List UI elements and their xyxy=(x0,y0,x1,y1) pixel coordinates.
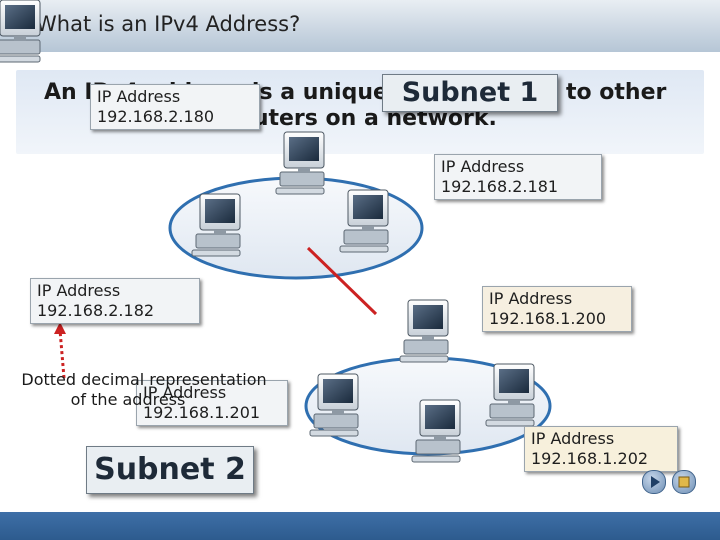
annotation-line1: Dotted decimal representation xyxy=(21,370,267,389)
slide-title: What is an IPv4 Address? xyxy=(36,12,301,36)
ip-label-title: IP Address xyxy=(37,281,121,300)
bottom-bar xyxy=(0,512,720,540)
ip-label-center: IP Address 192.168.1.201 xyxy=(136,380,288,426)
ip-label-address: 192.168.1.201 xyxy=(143,403,261,422)
ip-label-title: IP Address xyxy=(143,383,227,402)
computer-icon xyxy=(399,299,449,363)
ip-label-address: 192.168.1.202 xyxy=(531,449,649,468)
computer-icon xyxy=(0,0,41,63)
play-button[interactable] xyxy=(642,470,666,494)
ip-label-bottom-right: IP Address 192.168.1.202 xyxy=(524,426,678,472)
ip-label-top-left: IP Address 192.168.2.180 xyxy=(90,84,260,130)
headline-line1-part2: to other xyxy=(566,80,667,105)
stop-icon xyxy=(678,476,690,488)
ip-label-address: 192.168.1.200 xyxy=(489,309,607,328)
title-bar: What is an IPv4 Address? xyxy=(0,0,720,52)
ip-label-left: IP Address 192.168.2.182 xyxy=(30,278,200,324)
annotation-arrow-line xyxy=(58,329,66,379)
subnet1-label: Subnet 1 xyxy=(382,74,558,112)
subnet-link-line xyxy=(306,246,378,316)
ip-label-title: IP Address xyxy=(489,289,573,308)
play-icon xyxy=(651,476,660,488)
ip-label-top-right: IP Address 192.168.2.181 xyxy=(434,154,602,200)
computer-icon xyxy=(275,131,325,195)
ip-label-title: IP Address xyxy=(441,157,525,176)
ip-label-address: 192.168.2.181 xyxy=(441,177,559,196)
stop-button[interactable] xyxy=(672,470,696,494)
annotation-arrow-head xyxy=(54,322,66,334)
ip-label-title: IP Address xyxy=(531,429,615,448)
ip-label-title: IP Address xyxy=(97,87,181,106)
ip-label-address: 192.168.2.180 xyxy=(97,107,215,126)
ip-label-right-mid: IP Address 192.168.1.200 xyxy=(482,286,632,332)
annotation-line2: of the address xyxy=(70,390,186,409)
ip-label-address: 192.168.2.182 xyxy=(37,301,155,320)
subnet2-label: Subnet 2 xyxy=(86,446,254,494)
